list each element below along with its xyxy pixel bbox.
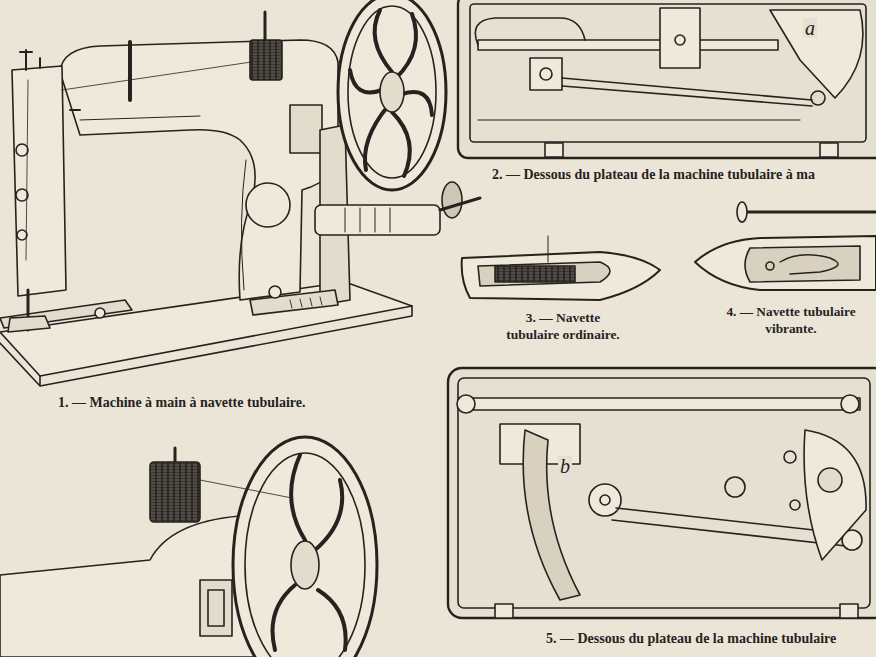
driving-sector xyxy=(770,10,863,98)
carrier-loop xyxy=(475,18,585,45)
handwheel-inner xyxy=(348,6,436,178)
hinge-mount xyxy=(495,604,513,618)
tension-spring xyxy=(780,255,838,274)
thread-spool xyxy=(250,40,282,80)
eccentric-housing xyxy=(804,430,866,560)
handwheel-rim xyxy=(233,437,377,657)
hinge-mount xyxy=(545,143,563,157)
eccentric xyxy=(818,468,842,492)
figure-caption: 5. — Dessous du plateau de la machine tu… xyxy=(546,630,836,648)
presser-foot xyxy=(8,316,50,332)
shaft-end xyxy=(841,395,859,413)
name-plate-inner xyxy=(208,590,224,626)
knurled-wheel xyxy=(442,182,462,218)
winder-ridges xyxy=(345,208,390,232)
hinge-mount xyxy=(840,604,858,618)
sewing-machine xyxy=(0,0,480,386)
regulator-scale xyxy=(290,297,322,308)
callout-letter: a xyxy=(803,18,817,38)
tension-disc xyxy=(16,144,28,156)
sewing-machine xyxy=(0,437,377,657)
bed-outline xyxy=(458,0,876,158)
bobbin-flange xyxy=(737,202,747,222)
thread-spool xyxy=(150,462,200,522)
figure-caption: 4. — Navette tubulaire vibrante. xyxy=(712,304,870,337)
guide-rail xyxy=(478,120,800,121)
vibrating-shuttle xyxy=(695,202,876,290)
handwheel-hub xyxy=(291,541,319,589)
bed-outline xyxy=(448,368,876,618)
handwheel-spokes xyxy=(273,455,346,650)
machine-arm xyxy=(60,40,338,300)
sector-pivot xyxy=(811,91,825,105)
bed-underside xyxy=(458,0,876,158)
pivot-screw xyxy=(675,35,685,45)
handwheel-inner xyxy=(245,453,365,657)
bobbin-winder xyxy=(315,205,440,235)
winder-shaft xyxy=(440,198,480,210)
shaft-end xyxy=(457,395,475,413)
hinge-mount xyxy=(820,143,838,157)
bed-underside xyxy=(448,368,876,618)
spool-pin xyxy=(264,12,267,42)
shuttle-body xyxy=(462,252,660,300)
plate-screw xyxy=(725,477,745,497)
plate-screw xyxy=(790,500,800,510)
bobbin-rod xyxy=(742,211,876,214)
stitch-regulator xyxy=(250,290,338,315)
figure-caption: 2. — Dessous du plateau de la machine tu… xyxy=(492,166,815,184)
handwheel-hub xyxy=(380,72,404,112)
arm-hub xyxy=(589,484,621,516)
round-plate xyxy=(246,183,290,227)
pivot-screw xyxy=(540,68,552,80)
head-detail xyxy=(20,50,80,110)
guide-pin xyxy=(128,42,132,100)
name-plate xyxy=(290,105,322,153)
plate-screw xyxy=(95,308,105,318)
plate-screw xyxy=(784,451,796,463)
shuttle-opening xyxy=(478,262,610,286)
machine-head xyxy=(12,66,66,296)
shuttle-spring xyxy=(548,236,549,262)
bed-inner xyxy=(470,4,866,142)
main-shaft xyxy=(460,398,860,410)
bed-inner xyxy=(458,378,870,608)
handwheel-rim xyxy=(338,0,446,190)
spool-pin xyxy=(174,448,177,462)
tension-disc xyxy=(17,230,27,240)
thumb-screw xyxy=(269,286,281,298)
thread-line xyxy=(26,60,265,260)
slide-block xyxy=(530,58,562,90)
tension-disc xyxy=(16,189,28,201)
figure-caption: 1. — Machine à main à navette tubulaire. xyxy=(58,394,305,412)
name-plate xyxy=(200,580,232,636)
shuttle-arm xyxy=(523,430,580,600)
hub-screw xyxy=(600,495,610,505)
ordinary-shuttle xyxy=(462,236,660,300)
thread-line xyxy=(200,480,292,498)
connecting-rod xyxy=(562,78,812,106)
handwheel-spokes xyxy=(350,10,432,176)
bobbin xyxy=(495,266,575,282)
slide-block xyxy=(660,8,700,68)
shuttle-body xyxy=(695,236,876,290)
figure-caption: 3. — Navette tubulaire ordinaire. xyxy=(498,310,628,344)
arm-shading xyxy=(80,116,246,290)
callout-letter: b xyxy=(558,456,572,476)
spring-screw xyxy=(766,262,774,270)
shuttle-opening xyxy=(745,246,860,282)
shuttle-carrier-bar xyxy=(478,40,778,50)
